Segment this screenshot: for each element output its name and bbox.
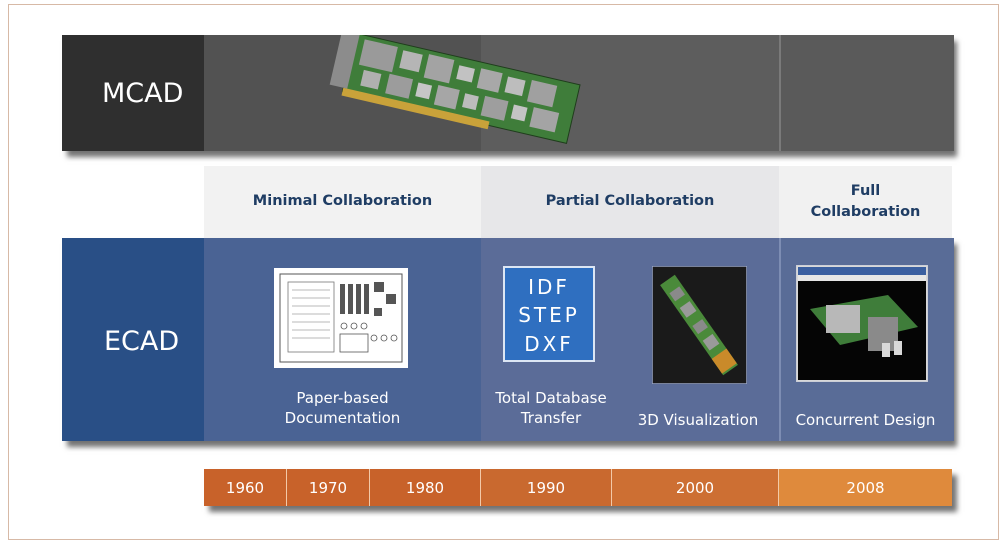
collab-minimal: Minimal Collaboration bbox=[204, 166, 481, 238]
cad-software-screenshot-image bbox=[796, 265, 928, 382]
mcad-segment-full bbox=[779, 35, 954, 151]
pcb-board-image bbox=[329, 35, 581, 144]
collab-empty-cell bbox=[62, 166, 204, 238]
ecad-label: ECAD bbox=[104, 326, 180, 357]
file-formats-box: IDF STEP DXF bbox=[503, 266, 595, 362]
ecad-label-box: ECAD bbox=[62, 238, 204, 441]
transfer-caption: Total Database Transfer bbox=[476, 388, 626, 429]
visualization-caption: 3D Visualization bbox=[637, 411, 759, 429]
collab-partial: Partial Collaboration bbox=[481, 166, 779, 238]
transfer-caption-line2: Transfer bbox=[520, 409, 582, 428]
year-2000: 2000 bbox=[612, 469, 779, 506]
paper-caption-line1: Paper-based bbox=[296, 389, 389, 407]
year-1990: 1990 bbox=[481, 469, 612, 506]
mcad-label: MCAD bbox=[102, 78, 184, 109]
year-1970: 1970 bbox=[287, 469, 370, 506]
collab-full-line2: Collaboration bbox=[810, 204, 921, 220]
year-2008: 2008 bbox=[779, 469, 952, 506]
mcad-band: MCAD bbox=[62, 35, 954, 151]
format-dxf: DXF bbox=[524, 331, 574, 356]
year-1980: 1980 bbox=[370, 469, 481, 506]
collaboration-band: Minimal Collaboration Partial Collaborat… bbox=[62, 166, 952, 238]
schematic-drawing-image bbox=[274, 268, 408, 368]
year-1960: 1960 bbox=[204, 469, 287, 506]
transfer-caption-line1: Total Database bbox=[495, 389, 607, 407]
collab-full-line1: Full bbox=[850, 182, 881, 199]
mcad-label-box: MCAD bbox=[62, 35, 204, 151]
paper-caption: Paper-based Documentation bbox=[204, 388, 481, 429]
concurrent-caption: Concurrent Design bbox=[795, 411, 936, 429]
paper-caption-line2: Documentation bbox=[284, 409, 401, 428]
pcb-3d-render-image bbox=[652, 266, 747, 384]
format-idf: IDF bbox=[528, 275, 570, 299]
ecad-band: ECAD Paper-based Documentation bbox=[62, 238, 954, 441]
timeline: 1960 1970 1980 1990 2000 2008 bbox=[204, 469, 952, 506]
collab-full: Full Collaboration bbox=[779, 166, 952, 238]
format-step: STEP bbox=[518, 303, 580, 328]
